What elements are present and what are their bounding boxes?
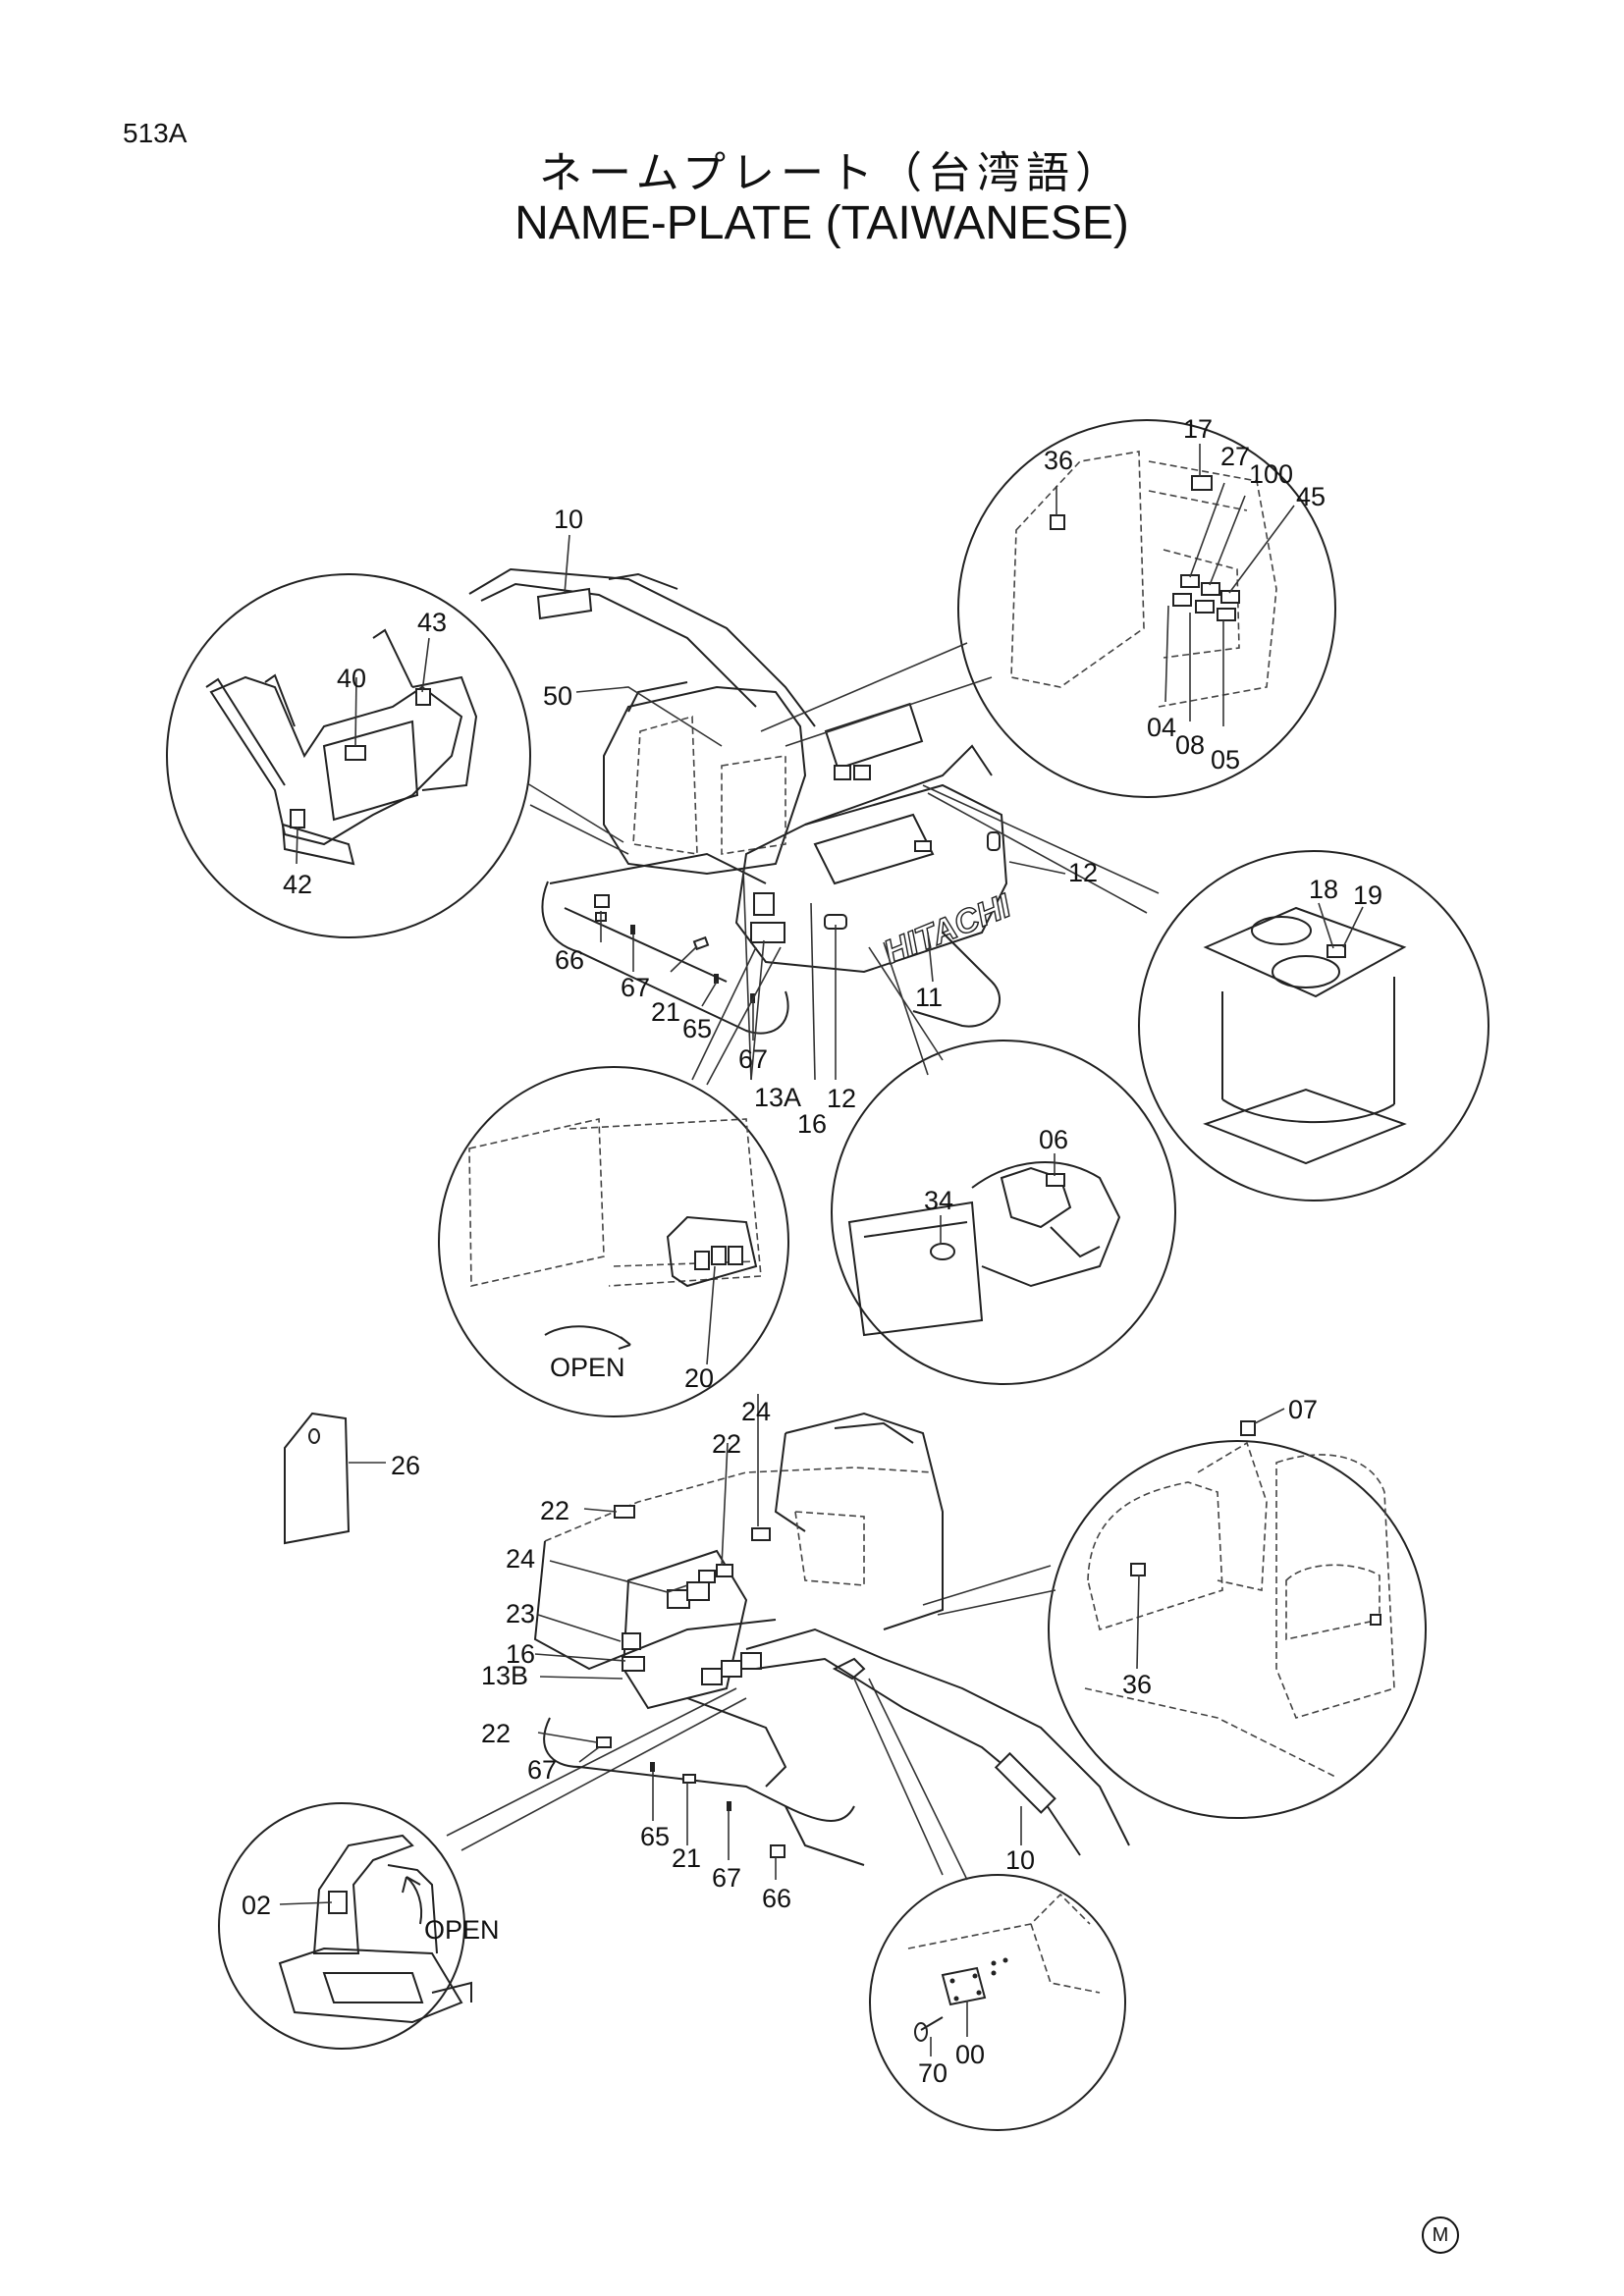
- detail-circles: [166, 419, 1489, 2131]
- callout-10-top: 10: [554, 505, 583, 534]
- callout-26: 26: [391, 1451, 420, 1480]
- callout-18: 18: [1309, 875, 1338, 904]
- callout-19: 19: [1353, 881, 1382, 910]
- callout-22-low: 22: [481, 1719, 511, 1748]
- callout-70: 70: [918, 2058, 947, 2088]
- controls-illustration: [205, 628, 478, 866]
- callout-40: 40: [337, 664, 366, 693]
- callout-11: 11: [915, 983, 943, 1012]
- plate-12-right: [987, 831, 1001, 851]
- callout-10-low: 10: [1005, 1845, 1035, 1875]
- callout-100: 100: [1249, 459, 1293, 489]
- callout-16-top: 16: [797, 1109, 827, 1139]
- callout-13a: 13A: [754, 1083, 801, 1112]
- fuse-box-illustration: [468, 1118, 762, 1365]
- cab-rear-illustration: [1084, 1408, 1395, 1778]
- title-japanese: ネームプレート（台湾語）: [538, 148, 1125, 198]
- callout-42: 42: [283, 870, 312, 899]
- callout-67-top-b: 67: [738, 1044, 768, 1074]
- callout-36-low: 36: [1122, 1670, 1152, 1699]
- callout-67-low-b: 67: [712, 1863, 741, 1893]
- excavator-bottom-view: [533, 1394, 1130, 1880]
- callout-24-top: 24: [741, 1397, 771, 1426]
- callout-36-top: 36: [1044, 446, 1073, 475]
- callout-05: 05: [1211, 745, 1240, 774]
- detail-circle-engine: [831, 1040, 1176, 1385]
- cover-illustration: [278, 1834, 472, 2024]
- callout-43: 43: [417, 608, 447, 637]
- callout-12-bottom: 12: [827, 1084, 856, 1113]
- callout-22-left: 22: [540, 1496, 569, 1525]
- callout-45: 45: [1296, 482, 1326, 511]
- callout-13b: 13B: [481, 1661, 528, 1690]
- callout-16-bottom: 16: [506, 1639, 535, 1669]
- callout-06: 06: [1039, 1125, 1068, 1154]
- filter-illustration: [1203, 902, 1407, 1165]
- callout-17: 17: [1183, 414, 1213, 444]
- detail-circle-serial-plate: [869, 1874, 1126, 2131]
- callout-65-top: 65: [682, 1014, 712, 1043]
- callout-67-top-a: 67: [621, 973, 650, 1002]
- callout-67-low: 67: [527, 1755, 557, 1785]
- plate-13a: [750, 922, 785, 943]
- callout-50: 50: [543, 681, 572, 711]
- detail-circle-fuse-box: [438, 1066, 789, 1417]
- detail-circle-cab-rear: [1048, 1440, 1427, 1819]
- callout-04: 04: [1147, 713, 1176, 742]
- callout-08: 08: [1175, 730, 1205, 760]
- excavator-top-view: HITACHI: [468, 534, 1066, 1081]
- callout-21-low: 21: [672, 1843, 701, 1873]
- callout-65-low: 65: [640, 1822, 670, 1851]
- tag-26: [284, 1412, 386, 1545]
- callout-02: 02: [242, 1891, 271, 1920]
- callout-labels: 10 43 40 42 50 66 67 21 65 67 13A 12 16 …: [242, 414, 1382, 2088]
- callout-12-right: 12: [1068, 858, 1098, 887]
- cab-interior-illustration: [1010, 444, 1295, 726]
- engine-illustration: [847, 1153, 1121, 1337]
- copyright-mark: M: [1422, 2216, 1459, 2254]
- callout-34: 34: [924, 1186, 953, 1215]
- open-label-cover: OPEN: [424, 1915, 500, 1945]
- callout-21-top: 21: [651, 997, 680, 1027]
- callout-00: 00: [955, 2040, 985, 2069]
- detail-circle-controls: [166, 573, 531, 938]
- title-english: NAME-PLATE (TAIWANESE): [514, 197, 1129, 249]
- plate-16-top: [753, 892, 775, 916]
- callout-66-low: 66: [762, 1884, 791, 1913]
- callout-07: 07: [1288, 1395, 1318, 1424]
- callout-24-left: 24: [506, 1544, 535, 1574]
- serial-plate-illustration: [907, 1893, 1101, 2056]
- callout-66-top: 66: [555, 945, 584, 975]
- page-code: 513A: [123, 118, 188, 148]
- callout-20: 20: [684, 1363, 714, 1393]
- detail-circle-cab-interior: [957, 419, 1336, 798]
- open-label-fuse: OPEN: [550, 1353, 625, 1382]
- brand-lettering: HITACHI: [879, 886, 1017, 972]
- callout-27: 27: [1220, 442, 1250, 471]
- detail-circle-cover: [218, 1802, 465, 2050]
- detail-circle-filter: [1138, 850, 1489, 1201]
- detail-connectors: [446, 642, 1160, 1881]
- callout-23: 23: [506, 1599, 535, 1629]
- plate-10-boom: [536, 587, 593, 620]
- callout-22-mid: 22: [712, 1429, 741, 1459]
